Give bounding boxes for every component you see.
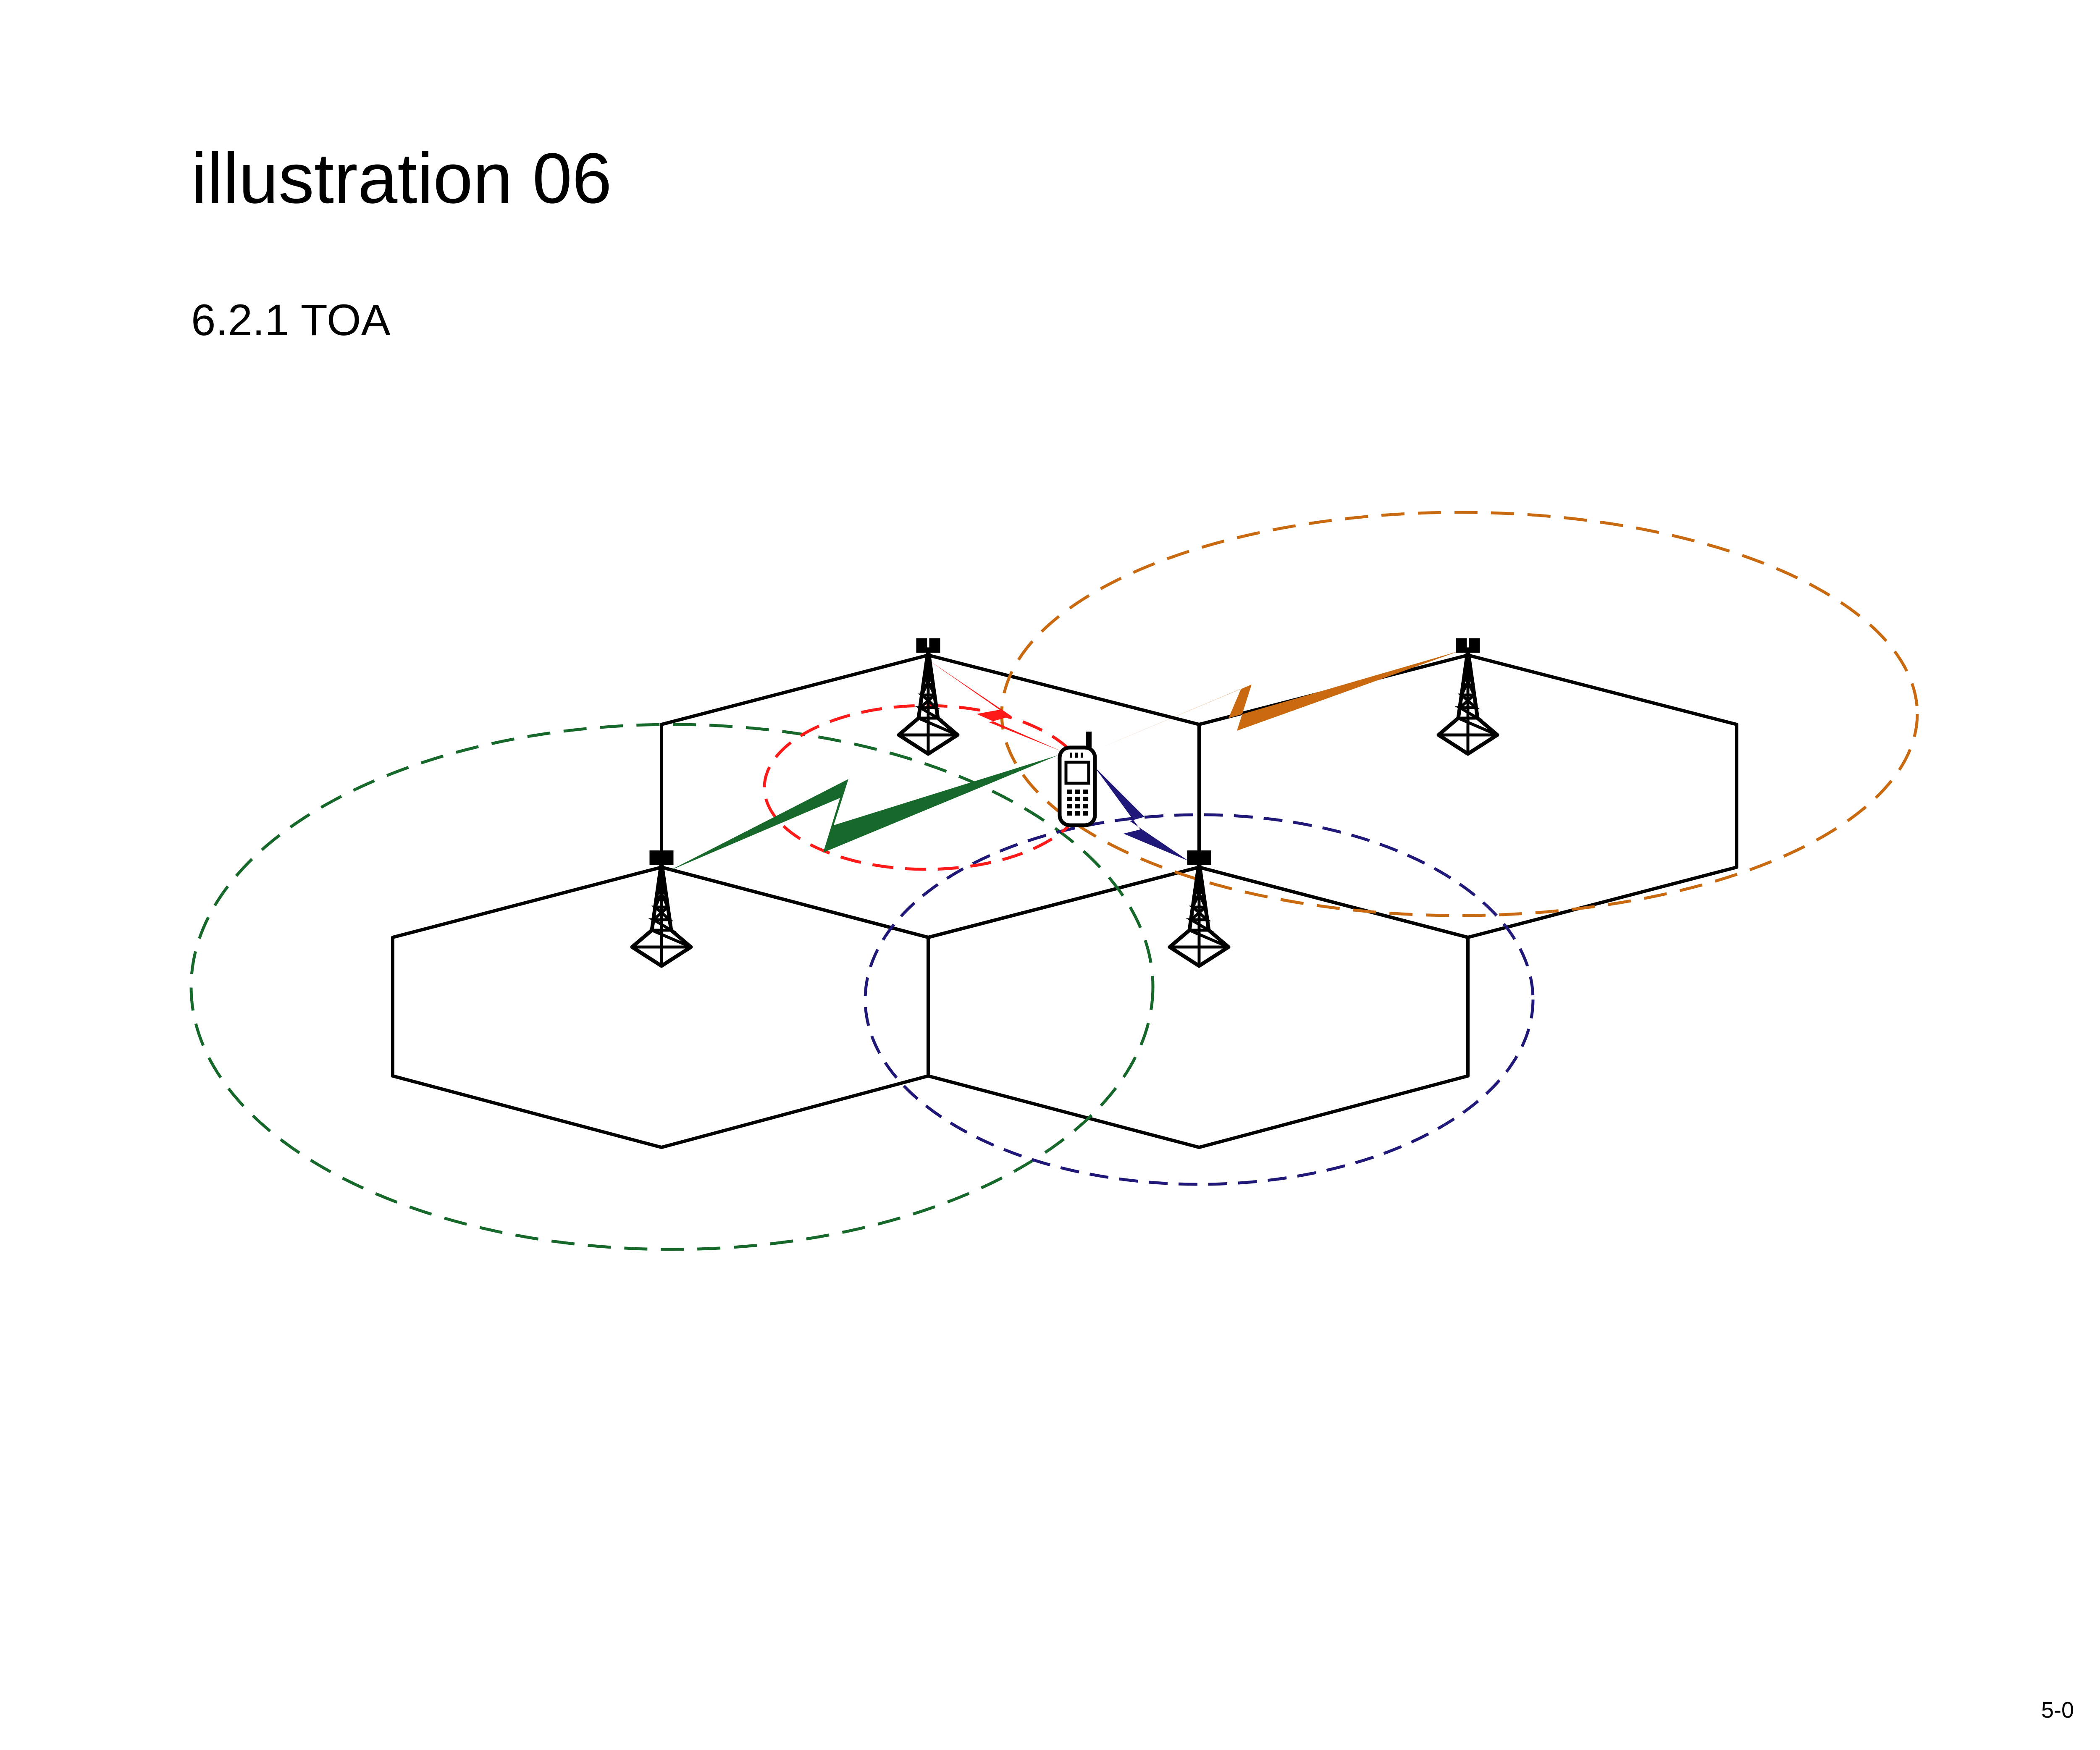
range-circle-red: [763, 704, 1089, 871]
signal-bolts: [668, 651, 1460, 871]
toa-range-circles: [189, 511, 1919, 1251]
hex-cell-bottom-right: [927, 866, 1470, 1149]
page-number: 5-0: [2041, 1698, 2074, 1723]
cell-tower-icon: [1438, 638, 1497, 754]
mobile-phone-icon: [1058, 732, 1097, 827]
cell-tower-icon: [1170, 850, 1228, 966]
range-circle-green: [189, 723, 1155, 1251]
lightning-signal-icon-navy: [1094, 766, 1189, 861]
lightning-signal-icon-orange: [1096, 651, 1460, 750]
cell-tower-icon: [632, 850, 691, 966]
page-title: illustration 06: [191, 139, 612, 218]
cell-grid: [391, 653, 1738, 1149]
lightning-signal-icon-red: [926, 659, 1063, 752]
range-circle-navy: [864, 813, 1535, 1186]
lightning-signal-icon-green: [668, 755, 1058, 871]
cell-tower-icon: [899, 638, 958, 754]
page-subtitle: 6.2.1 TOA: [191, 296, 391, 345]
